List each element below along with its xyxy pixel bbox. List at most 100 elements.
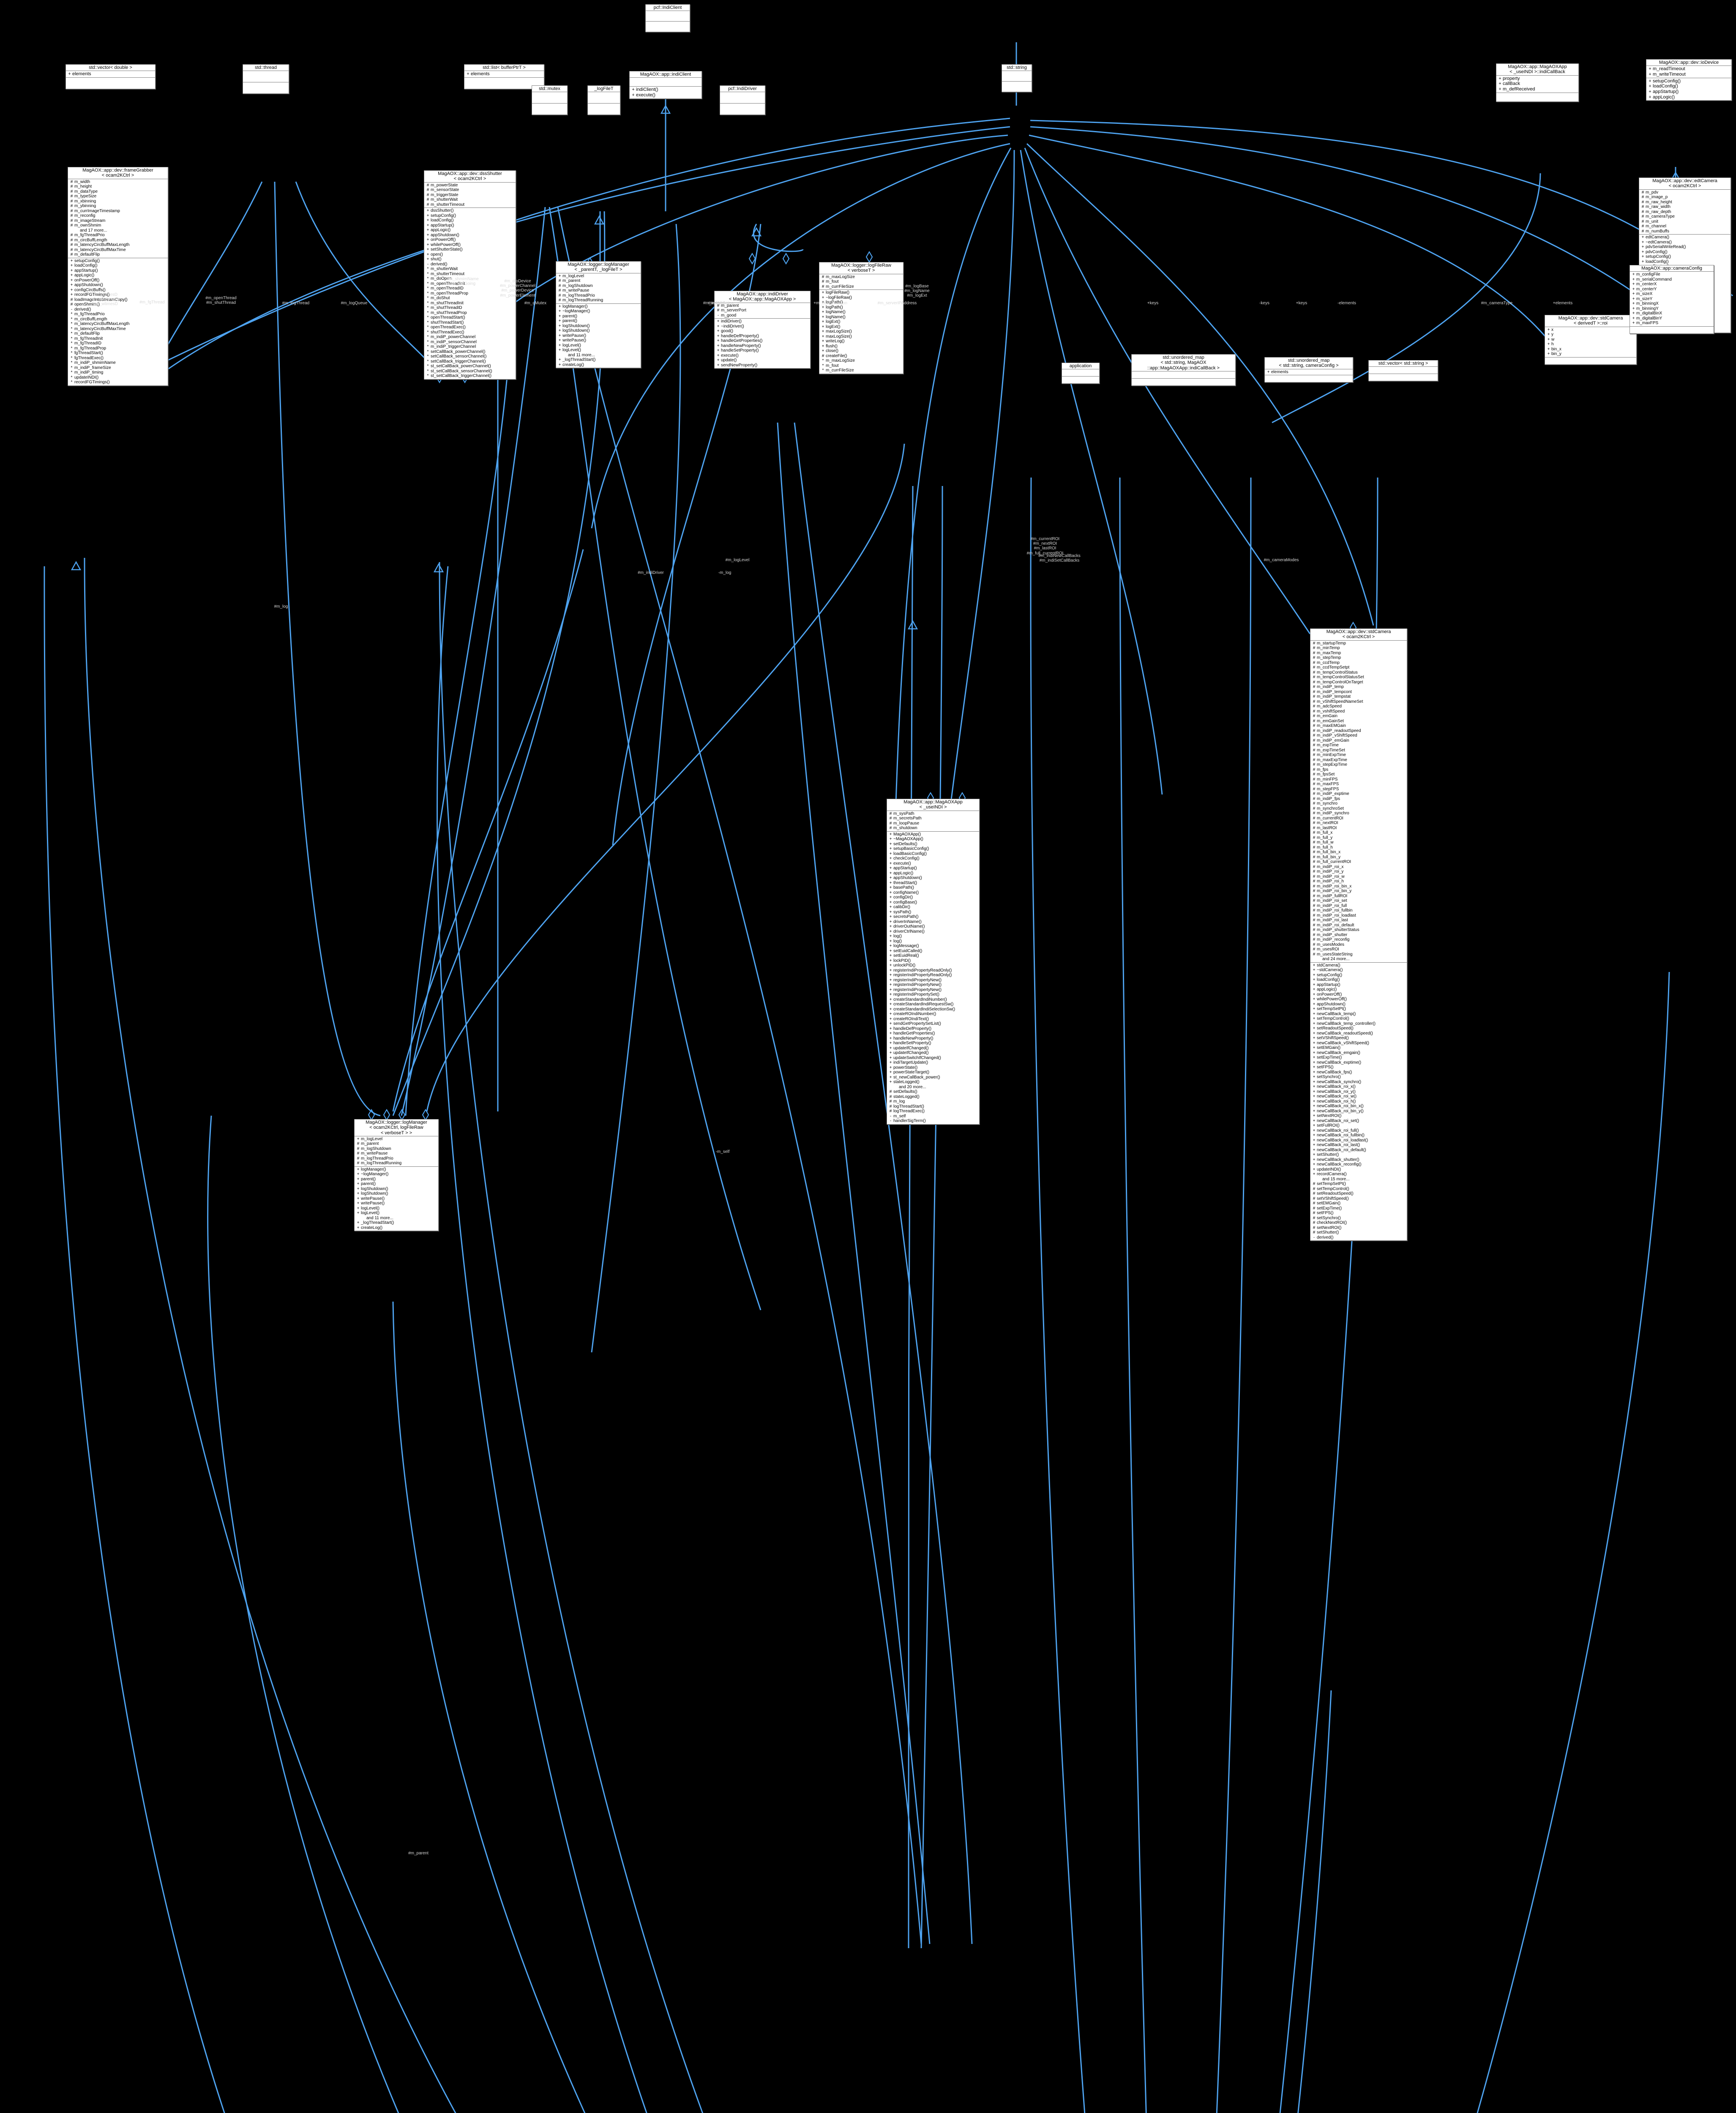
member-name: appStartup() bbox=[74, 268, 98, 273]
member-row: +registerIndiPropertyReadOnly() bbox=[887, 973, 979, 978]
visibility-marker: # bbox=[1313, 821, 1316, 826]
member-name: newCallBack_roi_last() bbox=[1317, 1143, 1360, 1148]
member-row: -derived() bbox=[68, 307, 168, 312]
class-node-std-string[interactable]: std::string bbox=[1002, 64, 1032, 93]
class-node-dev-iodevice[interactable]: MagAOX::app::dev::ioDevice +m_readTimeou… bbox=[1646, 59, 1732, 101]
member-row: #m_synchroSet bbox=[1310, 806, 1407, 811]
visibility-marker: + bbox=[1547, 347, 1550, 352]
class-node-cameraconfig[interactable]: MagAOX::app::cameraConfig+m_configFile+m… bbox=[1630, 265, 1714, 334]
member-name: flush() bbox=[826, 344, 838, 349]
visibility-marker: * bbox=[71, 317, 73, 322]
class-node-list-bufferptrt[interactable]: std::list< bufferPtrT > +elements bbox=[464, 64, 544, 89]
member-row: *fgThreadStart() bbox=[68, 351, 168, 356]
member-name: m_unit bbox=[1646, 219, 1659, 224]
visibility-marker: + bbox=[558, 319, 561, 324]
visibility-marker: + bbox=[889, 1026, 892, 1031]
member-row: #m_parent bbox=[556, 278, 641, 284]
member-name: m_raw_depth bbox=[1646, 209, 1671, 214]
member-name: createROIndiText() bbox=[893, 1016, 929, 1021]
class-node-vector-double[interactable]: std::vector< double > +elements bbox=[66, 64, 156, 89]
member-name: open() bbox=[431, 252, 443, 257]
visibility-marker: + bbox=[717, 333, 720, 339]
class-node-indidriver-magaoxapp[interactable]: MagAOX::app::indiDriver< MagAOX::app::Ma… bbox=[714, 291, 811, 369]
member-row: +handleSetProperty() bbox=[887, 1041, 979, 1046]
member-row: +recordCamera() bbox=[1310, 1172, 1407, 1177]
member-name: logManager() bbox=[361, 1167, 386, 1172]
member-name: loadBasicConfig() bbox=[893, 851, 927, 856]
member-row: +newCallBack_shutter() bbox=[1310, 1158, 1407, 1163]
member-name: logExt() bbox=[826, 324, 841, 329]
visibility-marker: + bbox=[1313, 1079, 1316, 1084]
class-node-magaoxapp-useindi[interactable]: MagAOX::app::MagAOXApp< _useINDI >#m_sys… bbox=[887, 799, 980, 1125]
class-title-line: < _useINDI > bbox=[919, 805, 947, 810]
visibility-marker: + bbox=[1547, 352, 1550, 357]
visibility-marker: + bbox=[1313, 997, 1316, 1002]
visibility-marker: + bbox=[822, 310, 824, 315]
class-node-vector-string[interactable]: std::vector< std::string > bbox=[1368, 360, 1438, 382]
class-node-stdcamera-roi[interactable]: MagAOX::app::dev::stdCamera< derivedT >:… bbox=[1545, 315, 1637, 365]
member-row: +newCallBack_emgain() bbox=[1310, 1051, 1407, 1056]
member-row: #m_indiP_reconfig bbox=[1310, 937, 1407, 942]
visibility-marker: + bbox=[558, 362, 561, 367]
class-node-logfileraw-verboset[interactable]: MagAOX::logger::logFileRaw< verboseT >#m… bbox=[819, 262, 903, 374]
class-node-pcf-indidriver[interactable]: pcf::IndiDriver bbox=[720, 85, 765, 115]
class-node-logmanager-parentt[interactable]: MagAOX::logger::logManager< _parentT, _l… bbox=[556, 261, 641, 369]
member-name: close() bbox=[826, 349, 839, 354]
member-name: setTempSetPt() bbox=[1317, 1182, 1346, 1187]
class-node-dssshutter-ocam2kctrl[interactable]: MagAOX::app::dev::dssShutter< ocam2KCtrl… bbox=[424, 170, 516, 379]
visibility-marker: * bbox=[71, 322, 73, 327]
member-row: #m_logShutdown bbox=[355, 1147, 438, 1152]
member-row: +setupConfig() bbox=[424, 213, 516, 218]
member-name: log() bbox=[893, 939, 902, 944]
class-node-unordered-map-cameraconfig[interactable]: std::unordered_map< std::string, cameraC… bbox=[1264, 357, 1353, 383]
member-row: +handleNewProperty() bbox=[887, 1036, 979, 1041]
class-node-app-indiclient[interactable]: MagAOX::app::indiClient +indiClient() +e… bbox=[629, 71, 702, 99]
member-name: updateINDI() bbox=[74, 375, 99, 380]
member-row: *m_maxLogSize bbox=[819, 358, 903, 363]
member-name: logThreadStart() bbox=[893, 1104, 924, 1109]
visibility-marker: + bbox=[889, 851, 892, 856]
member-name: bin_y bbox=[1551, 352, 1561, 357]
class-node-indicallback[interactable]: MagAOX::app::MagAOXApp< _useINDI >::indi… bbox=[1496, 63, 1579, 102]
class-node-logfilet[interactable]: _logFileT bbox=[587, 85, 620, 115]
methods-section bbox=[1630, 327, 1714, 333]
class-node-unordered-map-indicallback[interactable]: std::unordered_map< std::string, MagAOX:… bbox=[1131, 354, 1236, 386]
member-name: m_minTemp bbox=[1317, 646, 1340, 651]
member-row: +logShutdown() bbox=[556, 324, 641, 329]
member-name: indiTargetUpdate() bbox=[893, 1060, 928, 1065]
class-node-framegrabber-ocam2kctrl[interactable]: MagAOX::app::dev::frameGrabber< ocam2KCt… bbox=[68, 167, 168, 386]
member-row: +logLevel() bbox=[355, 1206, 438, 1211]
member-row: -m_self bbox=[887, 1114, 979, 1119]
member-name: m_defaultFlip bbox=[74, 331, 100, 336]
member-name: m_indiP_roi_y bbox=[1317, 869, 1344, 874]
visibility-marker: + bbox=[1313, 1050, 1316, 1055]
edge-label-cameramodes: #m_cameraModes bbox=[1264, 558, 1299, 562]
class-node-pcf-indiclient[interactable]: pcf::IndiClient bbox=[645, 4, 690, 33]
member-row: +setShutterState() bbox=[424, 247, 516, 252]
visibility-marker: + bbox=[822, 295, 824, 300]
visibility-marker: + bbox=[1313, 972, 1316, 977]
class-node-application[interactable]: application bbox=[1062, 363, 1100, 384]
member-row: +updateSwitchIfChanged() bbox=[887, 1056, 979, 1061]
visibility-marker: + bbox=[889, 968, 892, 973]
member-row: #m_secretsPath bbox=[887, 816, 979, 821]
class-title-line: < _parentT, _logFileT > bbox=[574, 267, 622, 273]
class-node-stdcamera-ocam2kctrl[interactable]: MagAOX::app::dev::stdCamera< ocam2KCtrl … bbox=[1310, 628, 1407, 1241]
visibility-marker: + bbox=[1313, 1040, 1316, 1046]
visibility-marker: * bbox=[71, 380, 73, 385]
class-node-std-mutex[interactable]: std::mutex bbox=[532, 85, 568, 115]
member-row: #setTempControl() bbox=[1310, 1187, 1407, 1192]
class-node-std-thread[interactable]: std::thread bbox=[243, 64, 289, 94]
member-name: m_indiP_roi_bin_y bbox=[1317, 889, 1352, 894]
member-name: parent() bbox=[361, 1182, 376, 1187]
member-row: #m_minTemp bbox=[1310, 646, 1407, 651]
class-node-logmanager-ocam2kctrl[interactable]: MagAOX::logger::logManager< ocam2KCtrl, … bbox=[354, 1119, 439, 1231]
member-row: +parent() bbox=[355, 1177, 438, 1182]
visibility-marker: * bbox=[427, 354, 429, 359]
class-title: _logFileT bbox=[588, 86, 620, 93]
visibility-marker: # bbox=[558, 293, 561, 298]
visibility-marker: + bbox=[1313, 1108, 1316, 1114]
member-row: +newCallBack_synchro() bbox=[1310, 1080, 1407, 1085]
member-row: #m_indiP_roi_h bbox=[1310, 879, 1407, 884]
